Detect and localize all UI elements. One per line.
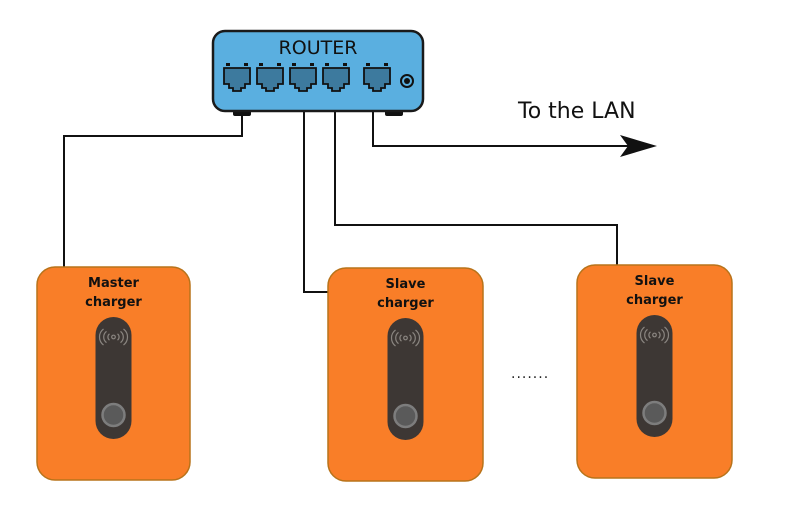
router: ROUTER xyxy=(211,29,425,116)
lan-label: To the LAN xyxy=(517,99,636,124)
router-ports xyxy=(223,63,391,92)
nfc-icon xyxy=(98,328,129,346)
wires xyxy=(63,112,630,293)
wire-lan xyxy=(372,112,630,147)
router-title: ROUTER xyxy=(279,37,358,59)
wire-slave-1 xyxy=(303,112,329,293)
charger-button[interactable] xyxy=(393,403,418,429)
charger-master: Master charger xyxy=(36,266,191,481)
charger-label-line1: Slave xyxy=(386,277,426,292)
ethernet-port-icon xyxy=(256,63,284,92)
ethernet-port-icon xyxy=(322,63,350,92)
charger-label-line2: charger xyxy=(377,296,434,311)
router-power-jack-center xyxy=(404,78,410,84)
router-power-jack-icon xyxy=(400,74,414,88)
ethernet-port-icon xyxy=(289,63,317,92)
charger-slave1: Slave charger xyxy=(327,267,484,482)
ethernet-port-icon xyxy=(363,63,391,92)
charger-label-line1: Slave xyxy=(635,274,675,289)
charger-slave2: Slave charger xyxy=(576,264,733,479)
ellipsis: ....... xyxy=(511,366,549,382)
charger-button[interactable] xyxy=(101,402,126,428)
charger-label-line1: Master xyxy=(88,276,139,291)
nfc-icon xyxy=(390,329,421,347)
charger-label-line2: charger xyxy=(85,295,142,310)
wire-slave-2 xyxy=(334,112,618,266)
charger-label-line2: charger xyxy=(626,293,683,308)
chargers: Master charger Slave charger Slave charger xyxy=(36,264,733,482)
wire-master xyxy=(63,112,243,268)
charger-button[interactable] xyxy=(642,400,667,426)
ethernet-port-icon xyxy=(223,63,251,92)
nfc-icon xyxy=(639,326,670,344)
lan-arrowhead-icon xyxy=(620,135,657,157)
